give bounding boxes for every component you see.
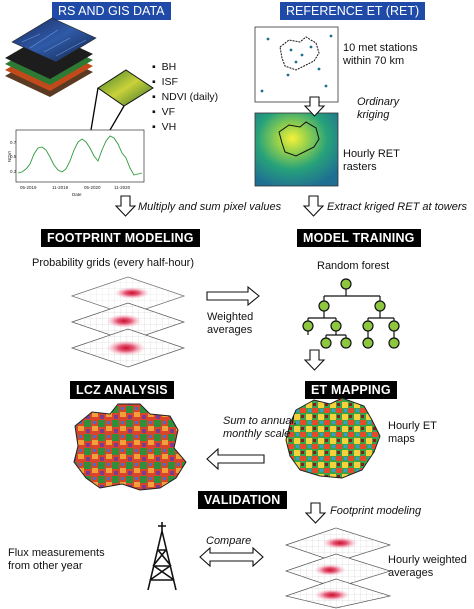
ndvi-timeseries-chart: 0.7 0.5 0.3 05-2019 11-2019 05-2020 11-2…: [7, 129, 145, 197]
raster-tile-top: [11, 17, 97, 63]
kriged-ret-raster: [254, 112, 339, 187]
flux-tower-icon: [147, 522, 177, 591]
arrow-down-footprint: [304, 502, 327, 524]
hourly-weighted-grids: [284, 527, 392, 609]
arrow-down-ret: [302, 195, 325, 217]
tree-node: [340, 337, 352, 349]
tree-node: [374, 300, 386, 312]
prob-grid-layer: [70, 302, 186, 342]
footprint-modeling-step-label: Footprint modeling: [330, 505, 422, 517]
header-reference-et: REFERENCE ET (RET): [280, 2, 426, 20]
arrow-compare: [199, 546, 264, 568]
prob-grid-layer: [70, 328, 186, 368]
header-lcz-analysis: LCZ ANALYSIS: [70, 381, 174, 399]
ndvi-xtick: 11-2020: [114, 185, 131, 190]
header-footprint-modeling: FOOTPRINT MODELING: [41, 229, 200, 247]
compare-label: Compare: [206, 535, 252, 547]
multiply-sum-label: Multiply and sum pixel values: [138, 201, 282, 213]
layer-bh: ▪ BH: [152, 61, 177, 73]
layer-isf: ▪ ISF: [152, 76, 178, 88]
tree-node: [302, 320, 314, 332]
ndvi-xtick: 11-2019: [52, 185, 69, 190]
tree-node: [388, 337, 400, 349]
ndvi-ytick: 0.5: [10, 154, 17, 159]
layer-ndvi: ▪ NDVI (daily): [152, 91, 219, 103]
arrow-down-rs: [114, 195, 137, 217]
tree-node: [362, 320, 374, 332]
tree-node: [340, 278, 352, 290]
et-map: [285, 397, 381, 479]
tree-node: [388, 320, 400, 332]
ndvi-ytick: 0.7: [10, 140, 17, 145]
tree-node: [318, 300, 330, 312]
header-rs-gis-data: RS AND GIS DATA: [52, 2, 171, 20]
ndvi-xtick: 05-2019: [20, 185, 37, 190]
layer-vh: ▪ VH: [152, 121, 177, 133]
tree-node: [320, 337, 332, 349]
ndvi-ylabel: NDVI: [7, 151, 12, 162]
probability-grids-label: Probability grids (every half-hour): [32, 257, 195, 269]
prob-grid-layer: [70, 276, 186, 316]
arrow-right-weighted: [206, 285, 260, 307]
ndvi-xtick: 05-2020: [84, 185, 101, 190]
header-et-mapping: ET MAPPING: [305, 381, 397, 399]
header-model-training: MODEL TRAINING: [297, 229, 421, 247]
arrow-down-kriging: [303, 96, 326, 117]
extract-kriged-label: Extract kriged RET at towers: [327, 201, 467, 213]
random-forest-label: Random forest: [317, 260, 390, 272]
vegetation-inset: [90, 69, 154, 131]
header-validation: VALIDATION: [198, 491, 287, 509]
lcz-map: [73, 403, 187, 491]
ndvi-ytick: 0.3: [10, 169, 17, 174]
arrow-down-training: [303, 349, 326, 371]
layer-vf: ▪ VF: [152, 106, 175, 118]
met-station-points: [260, 34, 333, 93]
ndvi-xlabel: Date: [72, 192, 82, 197]
tree-node: [330, 320, 342, 332]
arrow-left-sum: [206, 447, 265, 471]
sum-scale-label: Sum to annual,monthly scale: [223, 415, 297, 440]
tree-node: [362, 337, 374, 349]
